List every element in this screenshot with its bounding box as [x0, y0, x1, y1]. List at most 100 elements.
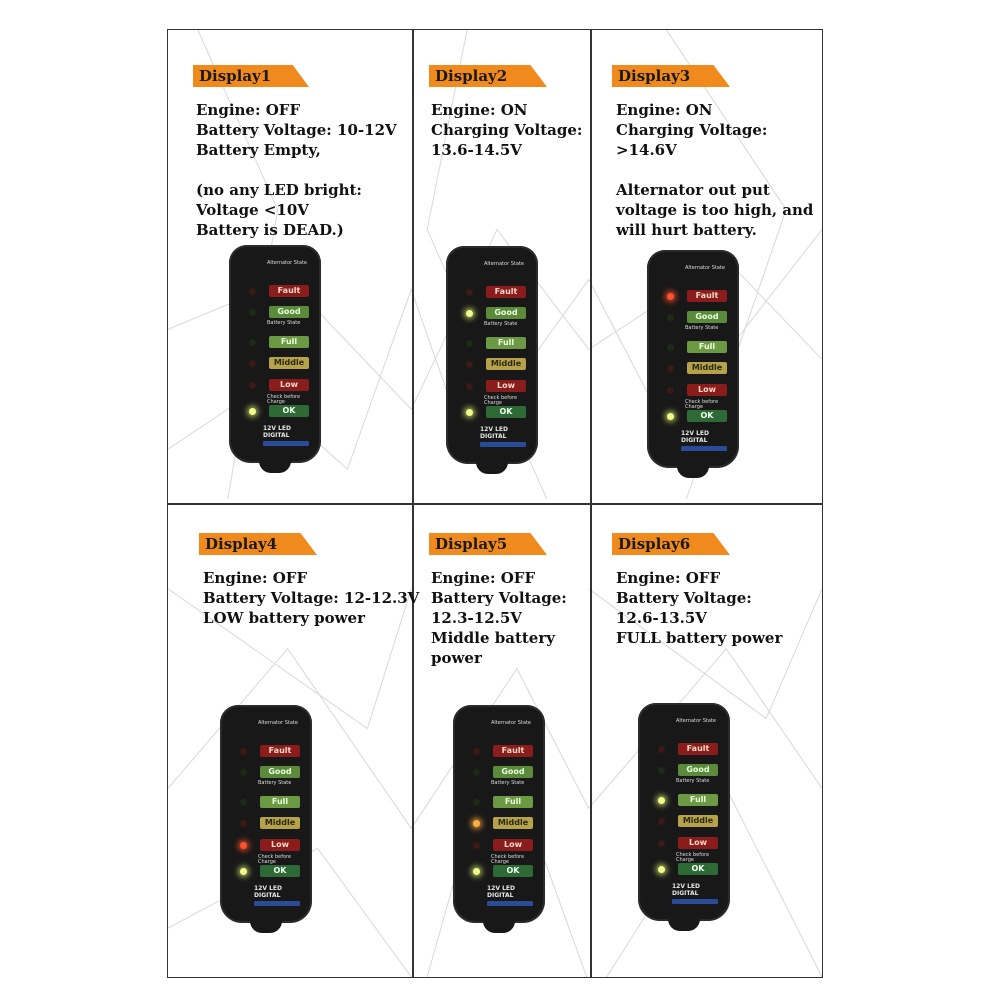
check-before-charge-label: Check before Charge [491, 854, 525, 865]
brand-line-2: DIGITAL [480, 433, 507, 440]
label-good: Good [678, 764, 718, 776]
description-line: (no any LED bright: [196, 181, 362, 199]
device-body [647, 250, 739, 468]
battery-state-label: Battery State [491, 780, 525, 786]
brand-line-1: 12V LED [254, 885, 282, 892]
display-description: Engine: ON Charging Voltage: >14.6V Alterna… [616, 100, 813, 240]
label-low: Low [687, 384, 727, 396]
led-fault [249, 288, 256, 295]
description-line: power [431, 649, 482, 667]
led-ok [466, 409, 473, 416]
led-good [473, 769, 480, 776]
description-line: Engine: OFF [203, 569, 308, 587]
led-low [667, 387, 674, 394]
label-low: Low [678, 837, 718, 849]
label-good: Good [493, 766, 533, 778]
brand-stripe [263, 441, 309, 446]
description-line: Alternator out put [616, 181, 770, 199]
brand-line-2: DIGITAL [672, 890, 699, 897]
description-line: 13.6-14.5V [431, 141, 522, 159]
led-middle [249, 360, 256, 367]
led-good [667, 314, 674, 321]
device-body [229, 245, 321, 463]
check-before-charge-label: Check before Charge [267, 394, 301, 405]
led-fault [473, 748, 480, 755]
led-middle [240, 820, 247, 827]
led-middle [667, 365, 674, 372]
label-full: Full [678, 794, 718, 806]
led-low [240, 842, 247, 849]
label-fault: Fault [486, 286, 526, 298]
label-middle: Middle [493, 817, 533, 829]
led-full [667, 344, 674, 351]
description-line: Battery is DEAD.) [196, 221, 344, 239]
led-good [466, 310, 473, 317]
led-good [249, 309, 256, 316]
label-ok: OK [493, 865, 533, 877]
led-fault [240, 748, 247, 755]
description-line: Battery Voltage: 12-12.3V [203, 589, 420, 607]
led-middle [473, 820, 480, 827]
description-line: Battery Voltage: [616, 589, 752, 607]
led-fault [658, 746, 665, 753]
led-middle [466, 361, 473, 368]
led-good [658, 767, 665, 774]
alternator-state-label: Alternator State [676, 718, 716, 724]
battery-state-label: Battery State [676, 778, 710, 784]
label-low: Low [486, 380, 526, 392]
label-full: Full [493, 796, 533, 808]
description-line: Battery Voltage: [431, 589, 567, 607]
label-low: Low [269, 379, 309, 391]
alternator-state-label: Alternator State [484, 261, 524, 267]
brand-stripe [254, 901, 300, 906]
alternator-state-label: Alternator State [258, 720, 298, 726]
label-ok: OK [486, 406, 526, 418]
alternator-state-label: Alternator State [685, 265, 725, 271]
alternator-state-label: Alternator State [491, 720, 531, 726]
label-ok: OK [678, 863, 718, 875]
brand-line-1: 12V LED [681, 430, 709, 437]
description-line: FULL battery power [616, 629, 783, 647]
label-middle: Middle [260, 817, 300, 829]
description-line: Engine: OFF [196, 101, 301, 119]
device-foot [476, 458, 508, 474]
check-before-charge-label: Check before Charge [484, 395, 518, 406]
description-line: Engine: OFF [431, 569, 536, 587]
battery-state-label: Battery State [484, 321, 518, 327]
label-fault: Fault [687, 290, 727, 302]
label-full: Full [269, 336, 309, 348]
description-line: Engine: ON [616, 101, 713, 119]
label-low: Low [260, 839, 300, 851]
led-low [658, 840, 665, 847]
brand-line-2: DIGITAL [263, 432, 290, 439]
led-full [473, 799, 480, 806]
label-ok: OK [687, 410, 727, 422]
brand-line-1: 12V LED [672, 883, 700, 890]
label-middle: Middle [486, 358, 526, 370]
led-full [240, 799, 247, 806]
label-middle: Middle [687, 362, 727, 374]
device-foot [668, 915, 700, 931]
device-foot [250, 917, 282, 933]
label-fault: Fault [269, 285, 309, 297]
label-full: Full [687, 341, 727, 353]
description-line: 12.6-13.5V [616, 609, 707, 627]
display-tag: Display4 [199, 533, 317, 555]
description-line: Charging Voltage: [616, 121, 768, 139]
label-low: Low [493, 839, 533, 851]
brand-line-1: 12V LED [263, 425, 291, 432]
description-line: Charging Voltage: [431, 121, 583, 139]
description-line: will hurt battery. [616, 221, 757, 239]
brand-line-2: DIGITAL [254, 892, 281, 899]
led-ok [249, 408, 256, 415]
led-low [466, 383, 473, 390]
description-line: >14.6V [616, 141, 677, 159]
battery-state-label: Battery State [258, 780, 292, 786]
label-good: Good [486, 307, 526, 319]
battery-state-label: Battery State [267, 320, 301, 326]
